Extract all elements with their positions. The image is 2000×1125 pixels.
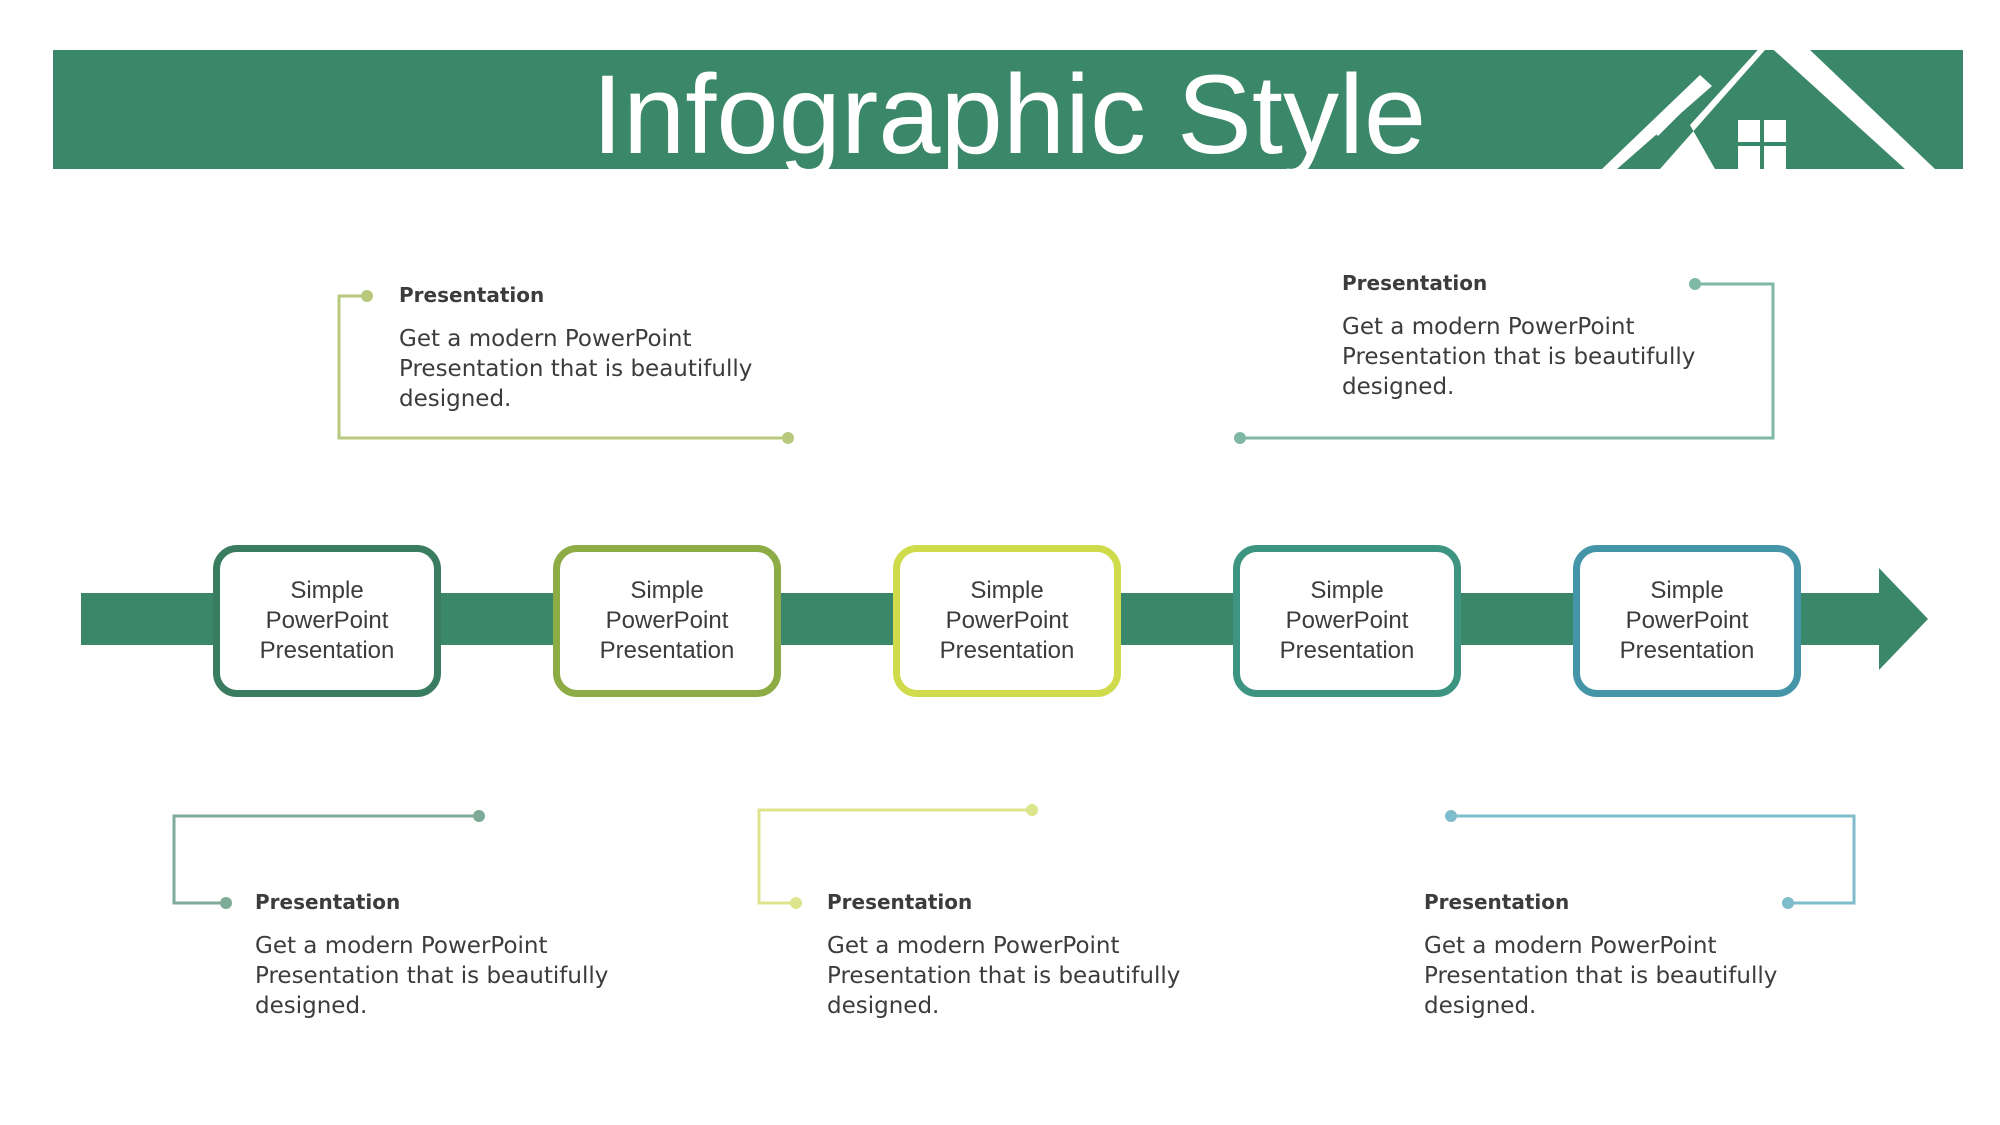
step-label: Simple PowerPoint Presentation [939, 577, 1075, 664]
connector-line [1240, 282, 1775, 440]
callout-note: Presentation Get a modern PowerPoint Pre… [255, 889, 625, 1021]
callout-note: Presentation Get a modern PowerPoint Pre… [399, 282, 769, 414]
note-title: Presentation [827, 890, 973, 914]
house-icon [1602, 50, 1935, 169]
step-box: Simple PowerPoint Presentation [553, 545, 781, 697]
note-title: Presentation [1342, 271, 1488, 295]
connector-line [337, 294, 788, 440]
connector-line [172, 814, 479, 905]
connector-dot [220, 897, 232, 909]
note-body: Get a modern PowerPoint Presentation tha… [399, 326, 753, 412]
note-body: Get a modern PowerPoint Presentation tha… [255, 933, 609, 1019]
page-title: Infographic Style [591, 52, 1427, 177]
step-label: Simple PowerPoint Presentation [1619, 577, 1755, 664]
note-body: Get a modern PowerPoint Presentation tha… [1424, 933, 1778, 1019]
step-box: Simple PowerPoint Presentation [1573, 545, 1801, 697]
connector-line [1451, 814, 1856, 905]
step-box: Simple PowerPoint Presentation [213, 545, 441, 697]
note-title: Presentation [399, 283, 545, 307]
connector-dot [1445, 810, 1457, 822]
connector-dot [1689, 278, 1701, 290]
connector-dot [1234, 432, 1246, 444]
note-title: Presentation [1424, 890, 1570, 914]
connector-line [757, 808, 1032, 905]
connector-dot [790, 897, 802, 909]
step-label: Simple PowerPoint Presentation [1279, 577, 1415, 664]
title-banner [53, 50, 1963, 169]
step-label: Simple PowerPoint Presentation [599, 577, 735, 664]
connector-dot [782, 432, 794, 444]
step-label: Simple PowerPoint Presentation [259, 577, 395, 664]
step-box: Simple PowerPoint Presentation [893, 545, 1121, 697]
callout-note: Presentation Get a modern PowerPoint Pre… [1424, 889, 1794, 1021]
note-title: Presentation [255, 890, 401, 914]
note-body: Get a modern PowerPoint Presentation tha… [827, 933, 1181, 1019]
connector-dot [1782, 897, 1794, 909]
step-box: Simple PowerPoint Presentation [1233, 545, 1461, 697]
callout-note: Presentation Get a modern PowerPoint Pre… [1342, 270, 1712, 402]
connector-dot [361, 290, 373, 302]
connector-dot [1026, 804, 1038, 816]
callout-note: Presentation Get a modern PowerPoint Pre… [827, 889, 1197, 1021]
note-body: Get a modern PowerPoint Presentation tha… [1342, 314, 1696, 400]
connector-dot [473, 810, 485, 822]
